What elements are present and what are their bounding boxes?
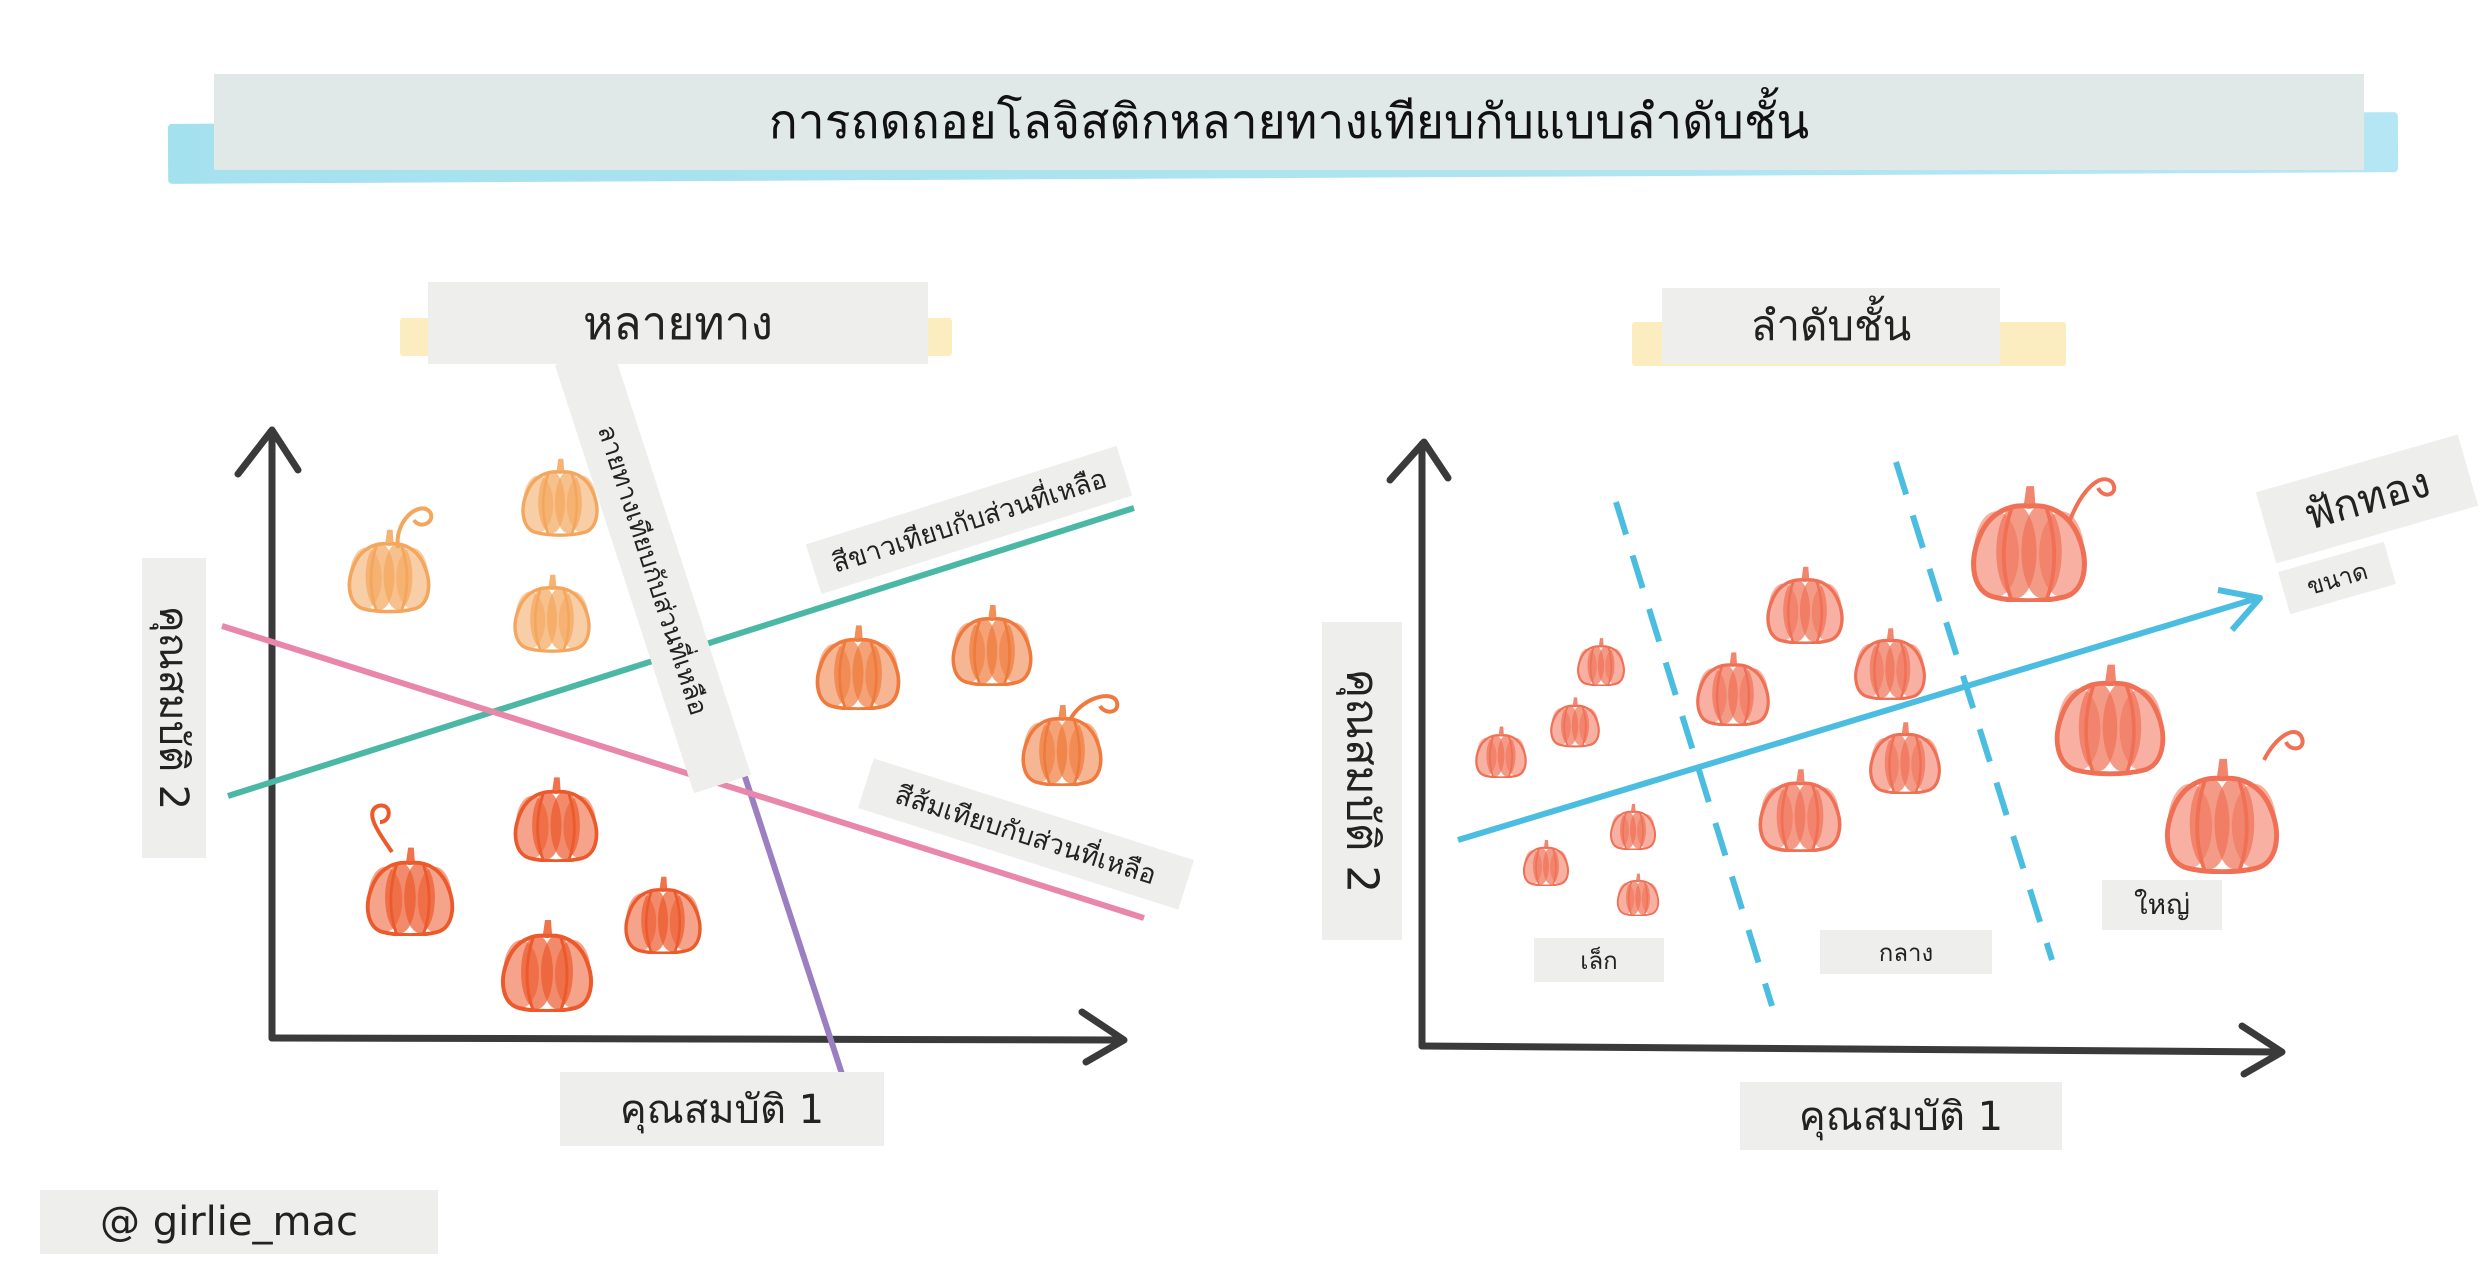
divider-medium-large	[1893, 461, 2055, 961]
right-y-axis-tape: คุณสมบัติ 2	[1322, 622, 1402, 940]
pumpkin-large-1	[1974, 486, 2085, 601]
pumpkin-small-4	[1522, 838, 1570, 886]
pumpkin-medium-3	[1854, 626, 1926, 700]
vine-icon	[370, 803, 394, 854]
pumpkin-medium-4	[1868, 720, 1942, 794]
pumpkin-white-1	[347, 527, 431, 614]
left-y-axis-label: คุณสมบัติ 2	[150, 605, 196, 811]
size-arrowhead	[2217, 587, 2263, 632]
pink-decision-line	[221, 623, 1145, 921]
pumpkin-medium-2	[1766, 564, 1844, 644]
size-label-small: เล็ก	[1534, 938, 1664, 982]
pumpkin-white-2	[521, 456, 599, 537]
size-label-medium: กลาง	[1820, 930, 1992, 974]
page-title: การถดถอยโลจิสติกหลายทางเทียบกับแบบลำดับช…	[214, 74, 2364, 170]
pumpkin-striped-3	[1021, 703, 1103, 786]
pumpkin-orange-1	[365, 845, 455, 936]
right-x-axis-label: คุณสมบัติ 1	[1740, 1082, 2062, 1150]
left-x-axis-label: คุณสมบัติ 1	[560, 1072, 884, 1146]
vine-icon	[2262, 730, 2305, 761]
pumpkin-medium-5	[1758, 767, 1842, 852]
pumpkin-small-3	[1576, 636, 1626, 686]
right-axes	[1386, 438, 2286, 1078]
pumpkin-small-5	[1609, 802, 1657, 850]
pumpkin-orange-2	[513, 775, 599, 862]
credit-label: @ girlie_mac	[40, 1190, 438, 1254]
left-y-axis-tape: คุณสมบัติ 2	[142, 558, 206, 858]
vine-icon	[1068, 694, 1120, 722]
pumpkin-large-3	[2167, 759, 2276, 872]
pumpkin-small-1	[1475, 725, 1527, 778]
pumpkin-small-2	[1550, 696, 1600, 748]
pumpkin-striped-1	[815, 623, 901, 710]
right-y-axis-label: คุณสมบัติ 2	[1336, 668, 1388, 894]
divider-small-medium	[1613, 501, 1775, 1007]
vine-icon	[2068, 477, 2117, 521]
pumpkin-orange-3	[503, 920, 591, 1011]
pumpkin-large-2	[2057, 665, 2163, 774]
size-arrow	[1457, 595, 2259, 843]
pumpkin-orange-4	[624, 874, 702, 954]
pumpkin-white-3	[513, 572, 591, 653]
pumpkin-medium-1	[1696, 650, 1770, 726]
pumpkin-small-6	[1616, 872, 1660, 916]
heading-multinomial: หลายทาง	[428, 282, 928, 364]
left-axes	[234, 426, 1128, 1066]
vine-icon	[395, 506, 434, 549]
size-label-large: ใหญ่	[2102, 880, 2222, 930]
pumpkin-striped-2	[951, 603, 1033, 686]
heading-ordinal: ลำดับชั้น	[1662, 288, 2000, 364]
